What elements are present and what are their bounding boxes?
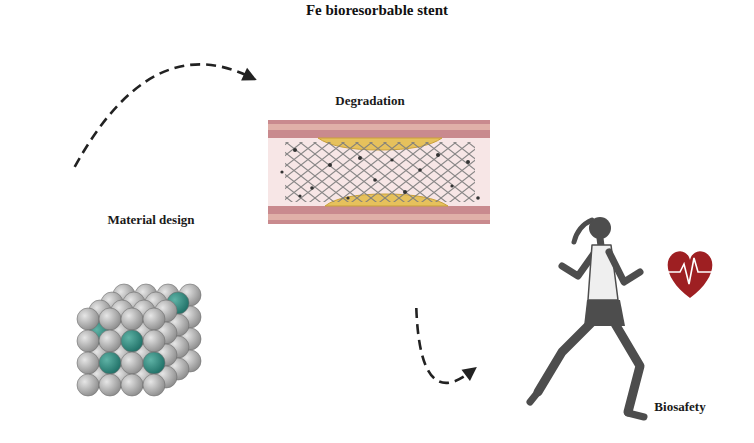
degradation-gear: Degradation [238, 25, 518, 305]
gear-label: Material design [107, 212, 194, 228]
diagram-title: Fe bioresorbable stent [0, 2, 754, 19]
gear-shape [238, 25, 518, 305]
runner-figure [530, 217, 644, 417]
gear-shape [3, 162, 263, 422]
gear-label: Degradation [335, 93, 404, 109]
gear-shape [480, 195, 750, 443]
dashed-arrow [416, 308, 477, 383]
heart-icon [668, 251, 713, 298]
crystal-lattice [77, 284, 201, 396]
gear-label: Biosafety [654, 399, 705, 415]
biosafety-gear: Biosafety [480, 195, 750, 443]
dashed-arrow [75, 64, 257, 167]
blood-vessel [268, 120, 490, 224]
material-gear: Material design [3, 162, 263, 422]
